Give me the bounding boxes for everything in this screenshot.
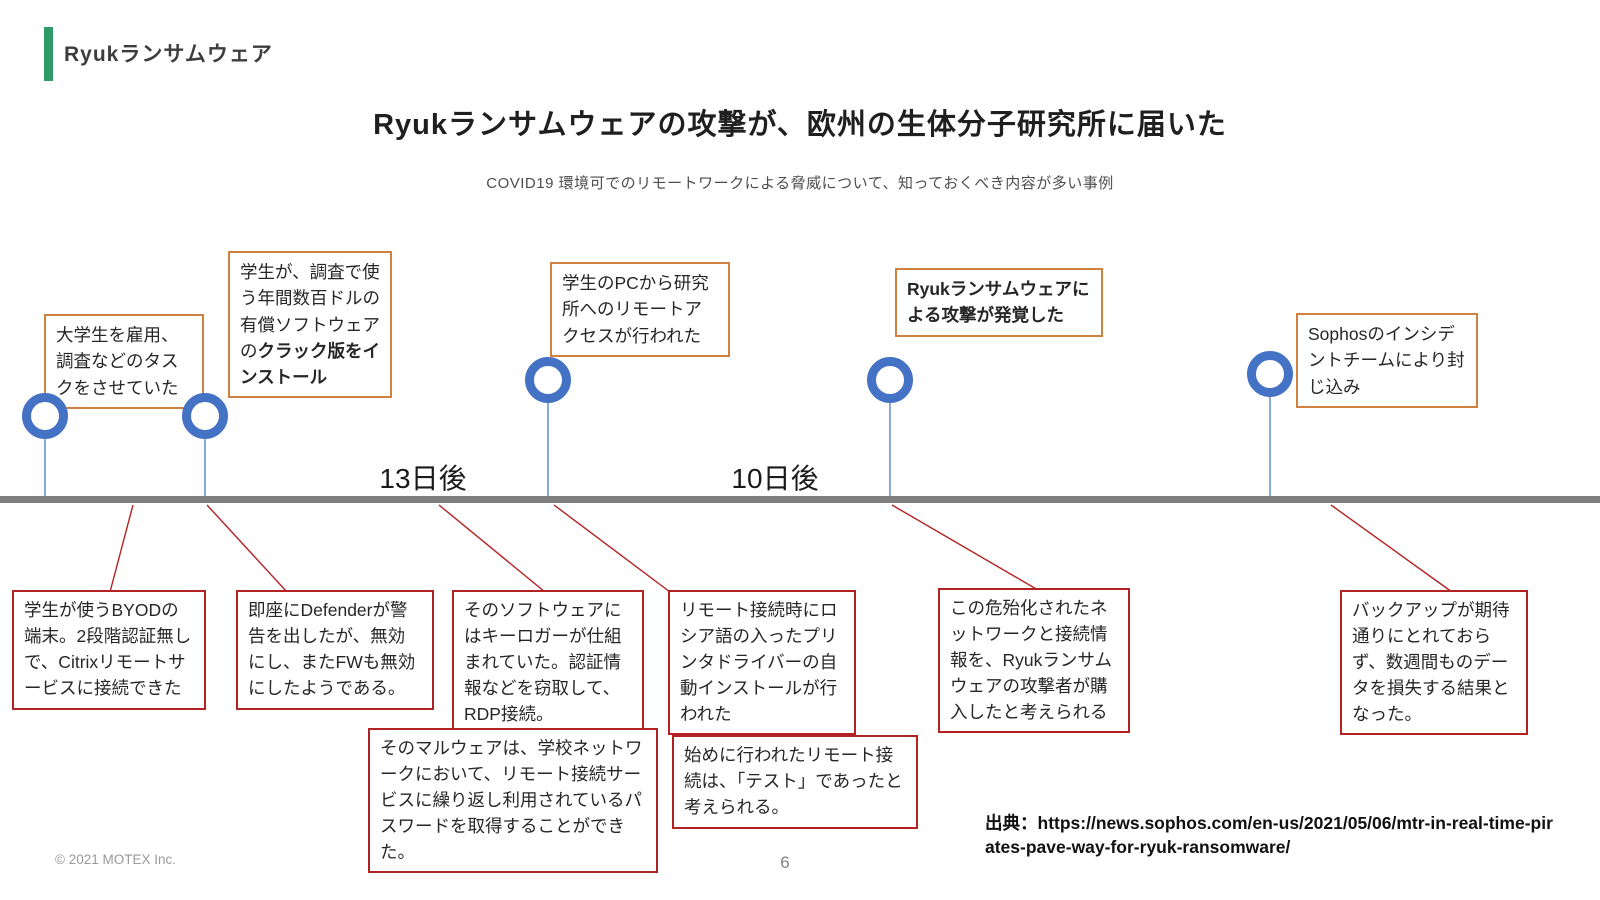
timeline-bar: [0, 496, 1600, 503]
timeline-note-text: この危殆化されたネットワークと接続情報を、Ryukランサムウェアの攻撃者が購入し…: [950, 598, 1113, 722]
timeline-node-icon: [1247, 351, 1293, 397]
timeline-note-text: リモート接続時にロシア語の入ったプリンタドライバーの自動インストールが行われた: [680, 600, 838, 724]
timeline-event-box: 学生のPCから研究所へのリモートアクセスが行われた: [550, 262, 730, 357]
slide-title: Ryukランサムウェアの攻撃が、欧州の生体分子研究所に届いた: [373, 109, 1227, 141]
timeline-event-box: Ryukランサムウェアによる攻撃が発覚した: [895, 268, 1103, 337]
timeline-event-box: 学生が、調査で使う年間数百ドルの有償ソフトウェアのクラック版をインストール: [228, 251, 392, 399]
timeline-note-box: そのマルウェアは、学校ネットワークにおいて、リモート接続サービスに繰り返し利用さ…: [368, 728, 658, 874]
timeline-node-icon: [867, 357, 913, 403]
slide-subtitle: COVID19 環境可でのリモートワークによる脅威について、知っておくべき内容が…: [486, 175, 1114, 192]
page-number: 6: [780, 853, 790, 872]
timeline-event-text-bold: クラック版をインストール: [240, 340, 380, 387]
source-citation: 出典：https://news.sophos.com/en-us/2021/05…: [985, 813, 1553, 857]
timeline-note-text: バックアップが期待通りにとれておらず、数週間ものデータを損失する結果となった。: [1352, 600, 1510, 724]
timeline-event-text: 学生が、調査で使う年間数百ドルの有償ソフトウェアの: [240, 262, 380, 361]
timeline-duration-label: 13日後: [379, 463, 467, 494]
note-connector-lines: [109, 504, 1453, 593]
timeline-note-text: そのソフトウェアにはキーロガーが仕組まれていた。認証情報などを窃取して、RDP接…: [464, 600, 622, 724]
timeline-note-box: バックアップが期待通りにとれておらず、数週間ものデータを損失する結果となった。: [1340, 590, 1528, 736]
timeline-note-text: 始めに行われたリモート接続は、「テスト」であったと考えられる。: [684, 745, 903, 817]
timeline-event-box: 大学生を雇用、調査などのタスクをさせていた: [44, 314, 204, 409]
timeline-node-icon: [22, 393, 68, 439]
timeline-note-box: 始めに行われたリモート接続は、「テスト」であったと考えられる。: [672, 735, 918, 829]
timeline-note-text: そのマルウェアは、学校ネットワークにおいて、リモート接続サービスに繰り返し利用さ…: [380, 738, 643, 862]
timeline-duration-label: 10日後: [731, 463, 819, 494]
timeline-node-icon: [182, 393, 228, 439]
timeline-node-icon: [525, 357, 571, 403]
accent-bar: [44, 27, 53, 81]
timeline-note-box: この危殆化されたネットワークと接続情報を、Ryukランサムウェアの攻撃者が購入し…: [938, 588, 1130, 734]
timeline-event-box: Sophosのインシデントチームにより封じ込み: [1296, 313, 1478, 408]
timeline-event-text: 学生のPCから研究所へのリモートアクセスが行われた: [562, 273, 709, 346]
copyright-text: © 2021 MOTEX Inc.: [55, 852, 176, 867]
timeline-note-text: 即座にDefenderが警告を出したが、無効にし、またFWも無効にしたようである…: [248, 600, 416, 698]
timeline-note-box: リモート接続時にロシア語の入ったプリンタドライバーの自動インストールが行われた: [668, 590, 856, 736]
timeline-note-box: 即座にDefenderが警告を出したが、無効にし、またFWも無効にしたようである…: [236, 590, 434, 710]
timeline-note-box: そのソフトウェアにはキーロガーが仕組まれていた。認証情報などを窃取して、RDP接…: [452, 590, 644, 736]
timeline-note-box: 学生が使うBYODの端末。2段階認証無しで、Citrixリモートサービスに接続で…: [12, 590, 206, 710]
timeline-event-text: Ryukランサムウェアによる攻撃が発覚した: [907, 279, 1090, 326]
timeline-event-text: 大学生を雇用、調査などのタスクをさせていた: [56, 325, 179, 398]
slide-kicker: Ryukランサムウェア: [64, 43, 273, 66]
timeline-note-text: 学生が使うBYODの端末。2段階認証無しで、Citrixリモートサービスに接続で…: [24, 600, 192, 698]
timeline-event-text: Sophosのインシデントチームにより封じ込み: [1308, 324, 1465, 397]
